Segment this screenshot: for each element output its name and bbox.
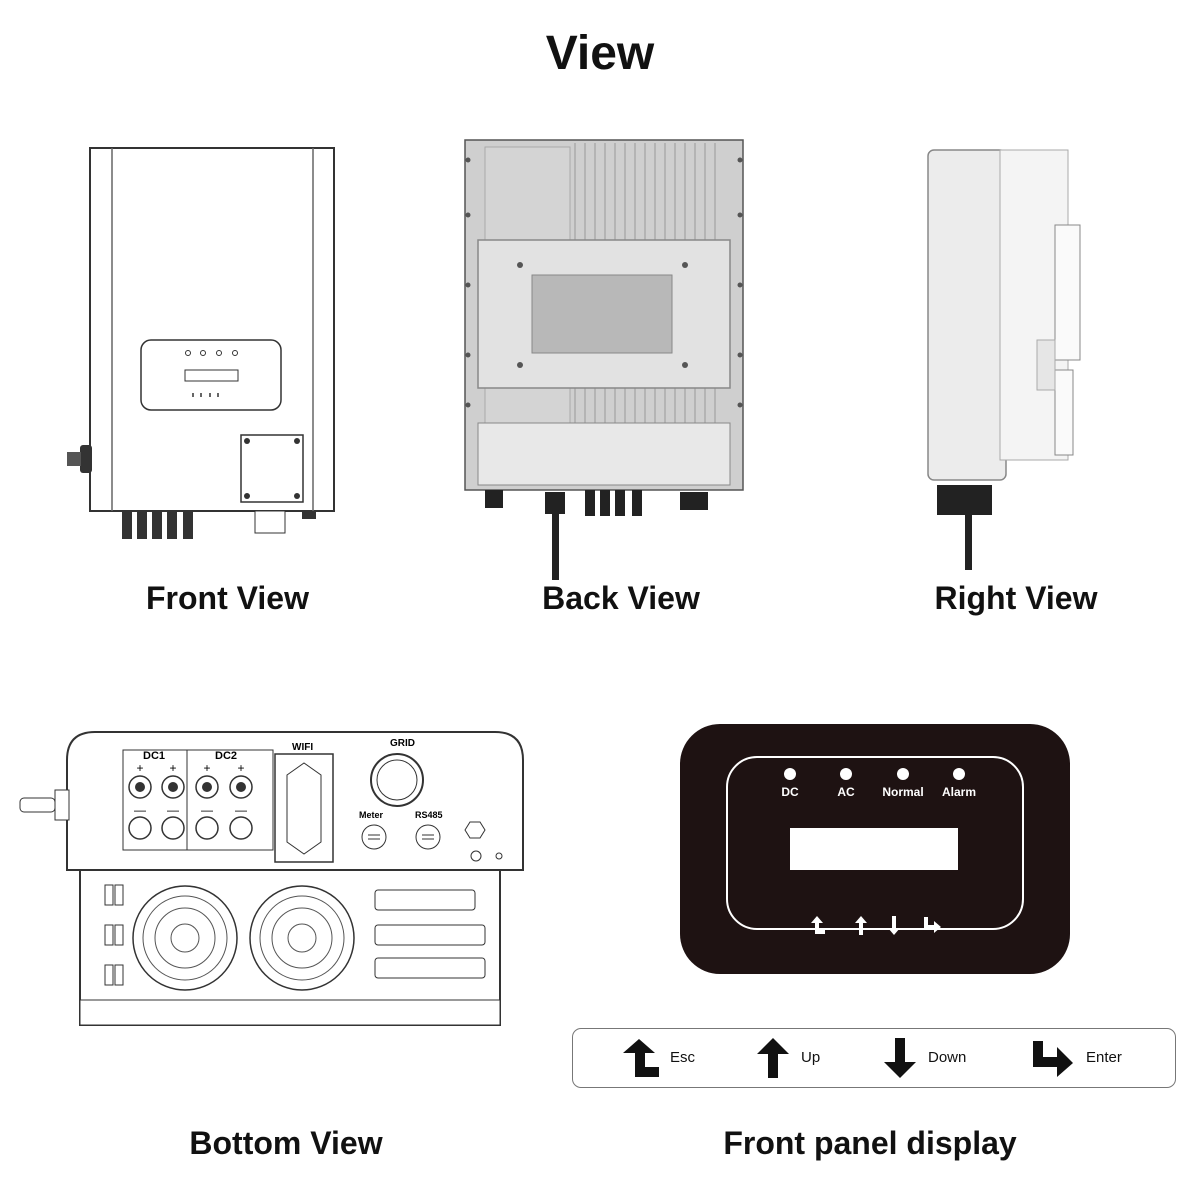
front-panel-drawing: DC AC Normal Alarm [680,724,1070,974]
up-arrow-icon [757,1038,789,1078]
enter-key-icon [924,917,941,933]
minus-symbol: — [235,803,247,817]
right-view-caption: Right View [934,580,1098,616]
plus-symbol: + [169,761,176,775]
enter-arrow-icon [1033,1041,1073,1077]
front-panel-caption: Front panel display [723,1125,1017,1161]
down-arrow-icon [884,1038,916,1078]
normal-indicator-led [897,768,909,780]
bottom-view-drawing: DC1 DC2 + + + + — — — — WIFI GRID Meter … [19,731,524,1026]
minus-symbol: — [167,803,179,817]
page-title: View [545,27,655,80]
alarm-indicator-label: Alarm [942,785,976,799]
right-view-drawing [927,149,1081,570]
down-label: Down [928,1049,967,1066]
esc-key-icon [811,916,825,934]
front-view-drawing [67,147,335,539]
minus-symbol: — [134,803,146,817]
bottom-view-caption: Bottom View [189,1125,383,1161]
plus-symbol: + [203,761,210,775]
dc-indicator-led [784,768,796,780]
lcd-screen [790,828,958,870]
esc-arrow-icon [623,1039,659,1077]
wifi-label: WIFI [292,742,313,753]
ac-indicator-label: AC [837,785,855,799]
alarm-indicator-led [953,768,965,780]
esc-label: Esc [670,1049,696,1066]
front-view-caption: Front View [146,580,309,616]
back-view-drawing [464,139,744,580]
minus-symbol: — [201,803,213,817]
plus-symbol: + [136,761,143,775]
down-key-icon [888,916,900,935]
meter-label: Meter [359,810,384,820]
key-legend: Esc Up Down Enter [572,1028,1176,1088]
plus-symbol: + [237,761,244,775]
dc2-label: DC2 [215,750,237,762]
ac-indicator-led [840,768,852,780]
normal-indicator-label: Normal [882,785,923,799]
dc-indicator-label: DC [781,785,799,799]
grid-label: GRID [390,738,415,749]
up-label: Up [801,1049,821,1066]
rs485-label: RS485 [415,810,443,820]
dc1-label: DC1 [143,750,165,762]
back-view-caption: Back View [542,580,700,616]
up-key-icon [855,916,867,935]
enter-label: Enter [1086,1049,1122,1066]
